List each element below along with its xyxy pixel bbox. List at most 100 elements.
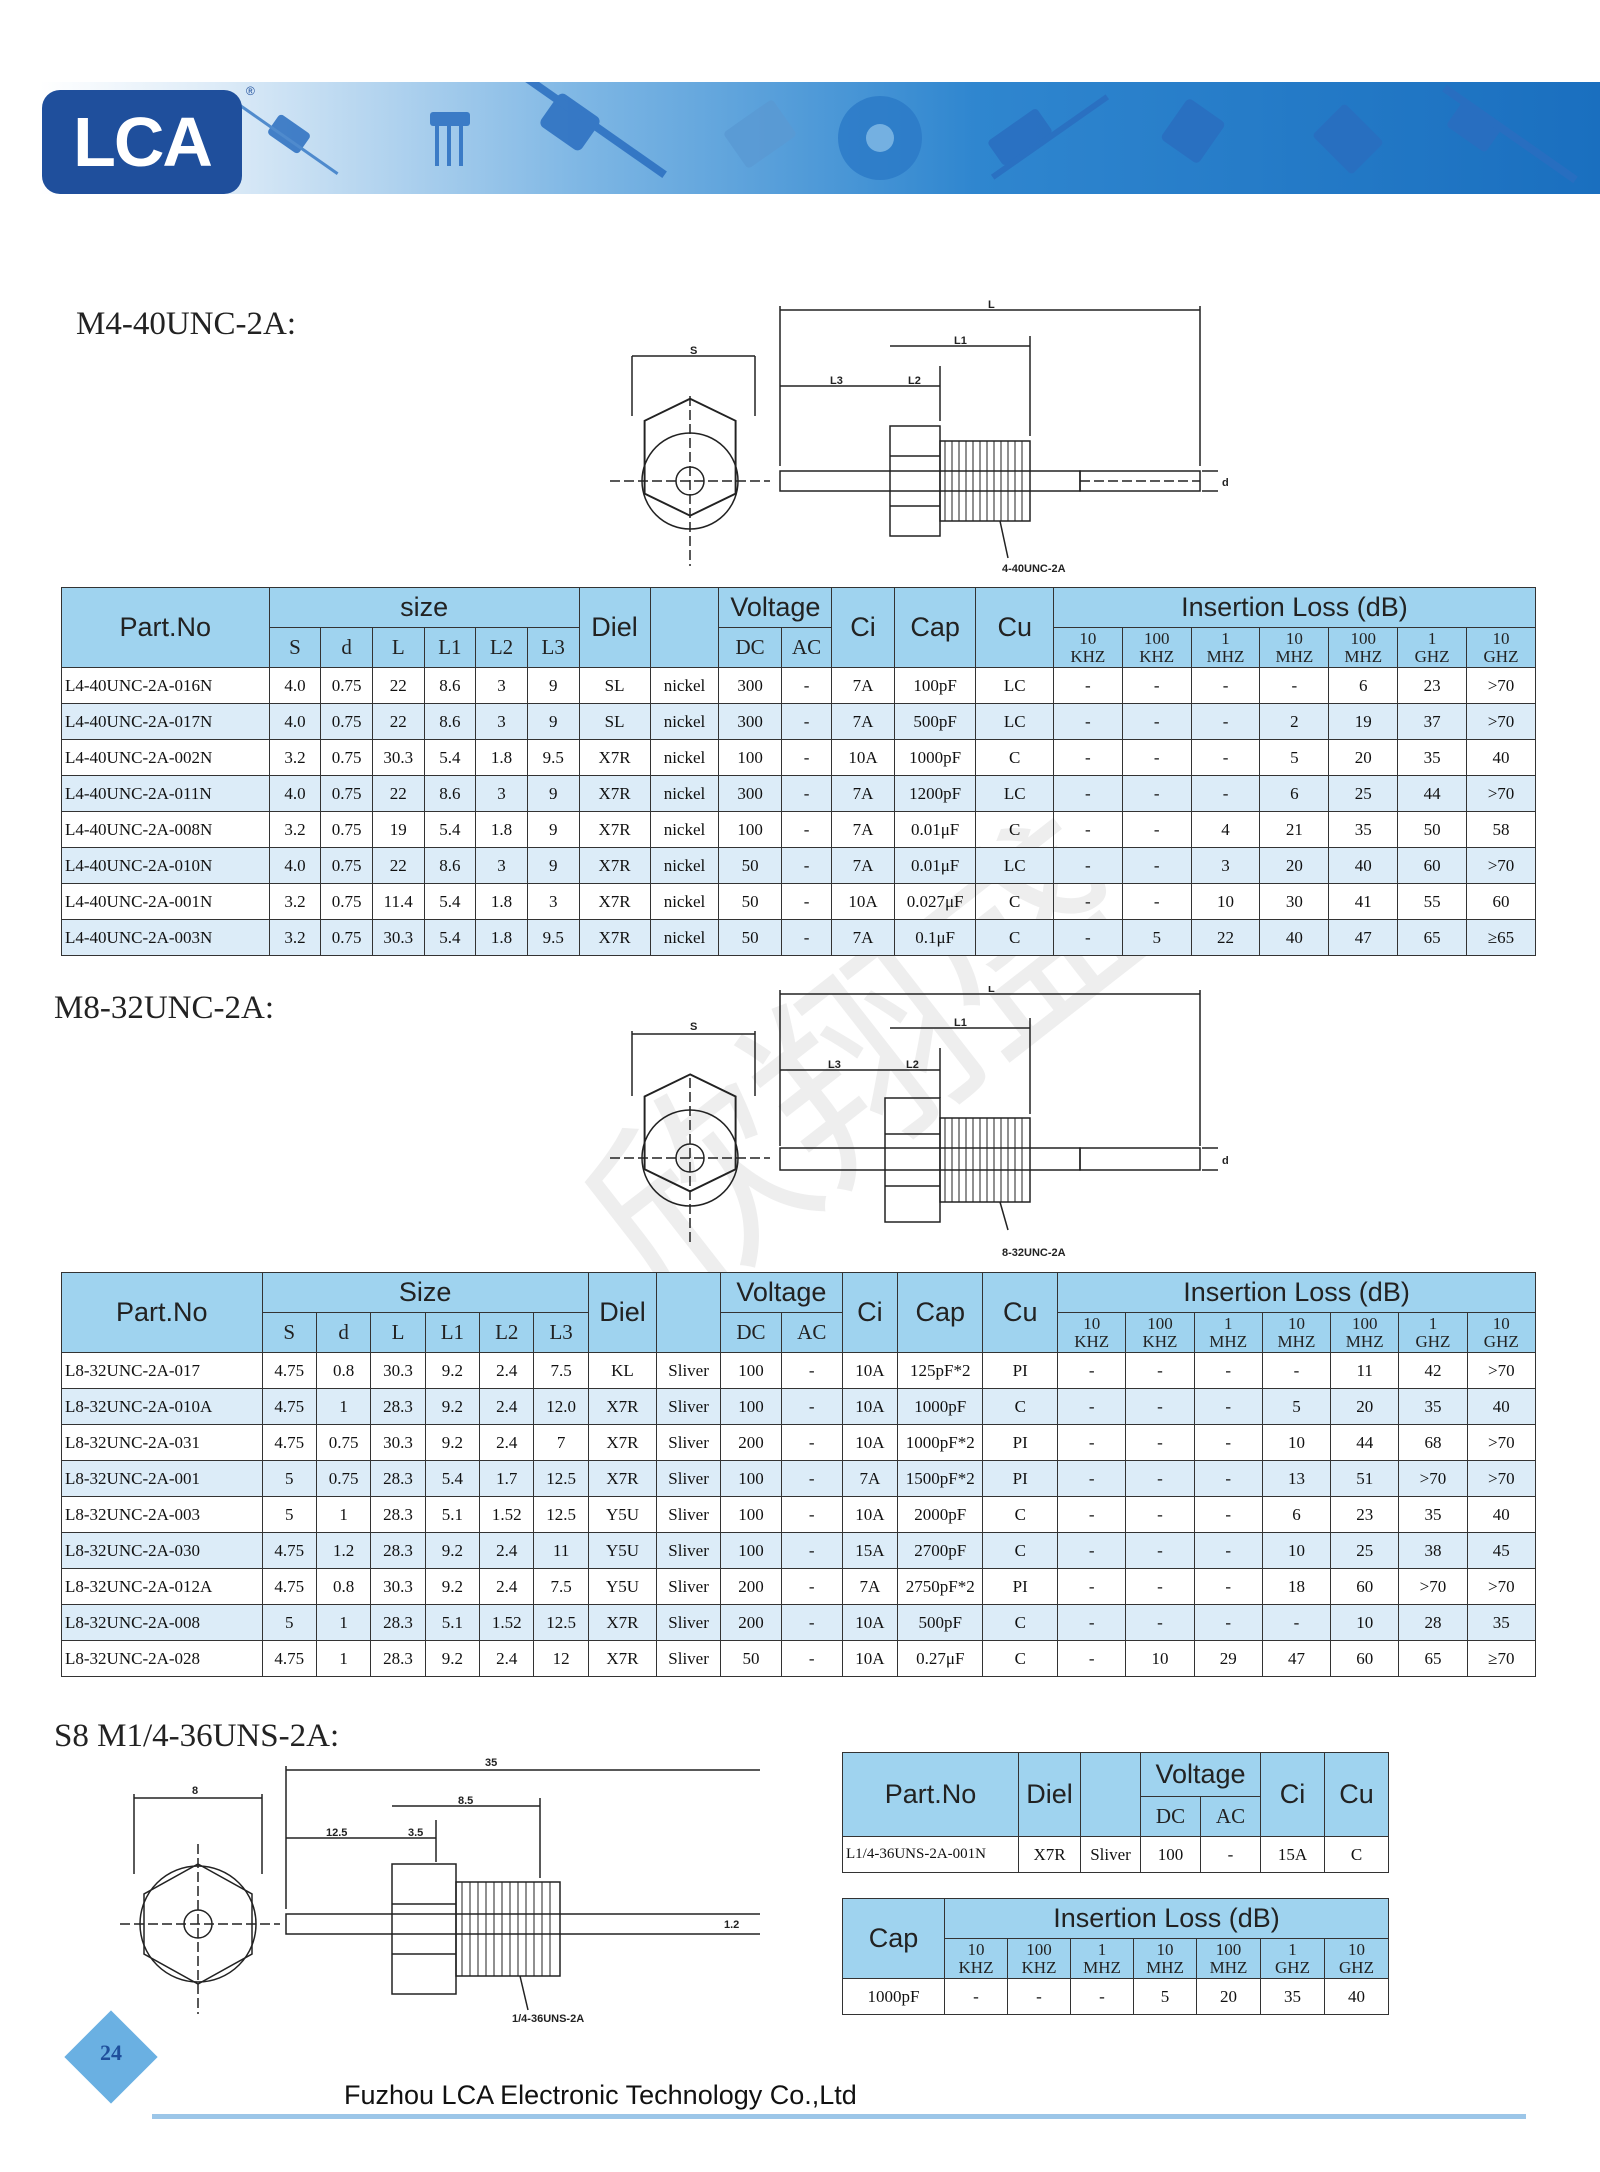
table-cell: 40 xyxy=(1466,739,1536,776)
table-cell: 9 xyxy=(526,703,580,740)
table-cell: - xyxy=(1121,703,1192,740)
table-cell: 10A xyxy=(841,1640,899,1677)
table-cell: 200 xyxy=(720,1568,782,1605)
col-cu: Cu xyxy=(1324,1752,1389,1837)
table-cell: 100 xyxy=(720,1496,782,1533)
table-cell: 10 xyxy=(1330,1604,1400,1641)
col-voltage: Voltage xyxy=(1140,1752,1261,1797)
table-cell: 18 xyxy=(1261,1568,1332,1605)
s8-spec-table: Part.No Diel Voltage Ci Cu DC AC L1/4-36… xyxy=(842,1752,1389,1873)
table-cell: 3.2 xyxy=(268,883,322,920)
table-cell: 21 xyxy=(1259,811,1330,848)
header-banner xyxy=(40,82,1600,194)
table-cell: - xyxy=(1125,1532,1195,1569)
table-cell: 1.8 xyxy=(475,919,528,956)
table-cell: 60 xyxy=(1466,883,1536,920)
table-cell: - xyxy=(1193,1604,1263,1641)
dim-12-5: 12.5 xyxy=(326,1827,347,1839)
table-cell: X7R xyxy=(578,883,651,920)
table-cell: 68 xyxy=(1398,1424,1468,1461)
thread-label: 4-40UNC-2A xyxy=(1002,563,1066,575)
table-cell: Sliver xyxy=(1080,1836,1141,1873)
table-cell: - xyxy=(1057,1496,1127,1533)
table-cell: - xyxy=(1057,1640,1127,1677)
table-cell: 100 xyxy=(720,1352,782,1389)
table-cell-key: L8-32UNC-2A-031 xyxy=(61,1424,263,1461)
table-cell: - xyxy=(1057,1532,1127,1569)
table-cell: 42 xyxy=(1398,1352,1468,1389)
table-cell: - xyxy=(1125,1460,1195,1497)
table-cell: 12 xyxy=(533,1640,589,1677)
table-cell: 28 xyxy=(1398,1604,1468,1641)
table-cell: nickel xyxy=(649,883,720,920)
table-cell-key: L4-40UNC-2A-002N xyxy=(61,739,270,776)
table-cell: 0.027μF xyxy=(893,883,977,920)
table-cell: X7R xyxy=(578,847,651,884)
table-cell: - xyxy=(780,1532,843,1569)
footer-divider xyxy=(152,2114,1526,2119)
table-cell: 2700pF xyxy=(897,1532,984,1569)
table-cell: - xyxy=(1193,1352,1263,1389)
table-cell: 7A xyxy=(831,775,895,812)
table-cell: nickel xyxy=(649,811,720,848)
col-blank xyxy=(1080,1752,1141,1837)
table-cell: 0.75 xyxy=(320,883,373,920)
table-cell: 9.2 xyxy=(424,1424,481,1461)
table-cell: 6 xyxy=(1328,667,1399,704)
table-cell: 12.0 xyxy=(533,1388,589,1425)
table-cell: SL xyxy=(578,667,651,704)
table-cell: 7A xyxy=(841,1460,899,1497)
table-cell: 300 xyxy=(718,703,782,740)
col-ac: AC xyxy=(1200,1796,1261,1837)
table-cell: - xyxy=(1121,847,1192,884)
table-cell: 25 xyxy=(1330,1532,1400,1569)
table-cell: 40 xyxy=(1466,1388,1537,1425)
table-cell: 100 xyxy=(720,1388,782,1425)
table-cell: 7.5 xyxy=(533,1568,589,1605)
table-cell: - xyxy=(1052,919,1123,956)
table-cell: 1.52 xyxy=(479,1604,535,1641)
table-cell: Sliver xyxy=(656,1568,722,1605)
table-cell: 3 xyxy=(1190,847,1261,884)
section-title-m4: M4-40UNC-2A: xyxy=(76,306,296,342)
col-voltage: Voltage xyxy=(718,587,833,628)
table-cell: 7A xyxy=(831,703,895,740)
table-cell: 22 xyxy=(371,667,425,704)
col-blank xyxy=(649,587,720,668)
table-cell: LC xyxy=(975,667,1054,704)
table-cell: 35 xyxy=(1260,1978,1325,2015)
table-cell: 100 xyxy=(1140,1836,1201,1873)
table-cell: 4.75 xyxy=(261,1352,317,1389)
table-cell: 200 xyxy=(720,1424,782,1461)
table-cell: Sliver xyxy=(656,1460,722,1497)
table-cell-key: L4-40UNC-2A-003N xyxy=(61,919,270,956)
col-blank xyxy=(656,1272,722,1353)
table-cell: 5 xyxy=(1121,919,1192,956)
dim-d: d xyxy=(1222,477,1229,489)
table-cell: 28.3 xyxy=(370,1640,426,1677)
table-cell: >70 xyxy=(1466,1352,1537,1389)
table-cell: LC xyxy=(975,847,1054,884)
table-cell: - xyxy=(1057,1388,1127,1425)
table-cell: 0.01μF xyxy=(893,847,977,884)
table-cell: >70 xyxy=(1466,847,1536,884)
table-cell: 1000pF xyxy=(893,739,977,776)
table-cell: 60 xyxy=(1397,847,1467,884)
table-cell: 4.75 xyxy=(261,1640,317,1677)
table-cell: C xyxy=(982,1496,1059,1533)
table-cell: PI xyxy=(982,1352,1059,1389)
table-cell-key: L8-32UNC-2A-008 xyxy=(61,1604,263,1641)
table-cell: PI xyxy=(982,1460,1059,1497)
col-diel: Diel xyxy=(1018,1752,1081,1837)
table-cell: 50 xyxy=(720,1640,782,1677)
table-cell: >70 xyxy=(1466,1424,1537,1461)
table-cell: 1 xyxy=(315,1388,372,1425)
table-cell: 3.2 xyxy=(268,811,322,848)
